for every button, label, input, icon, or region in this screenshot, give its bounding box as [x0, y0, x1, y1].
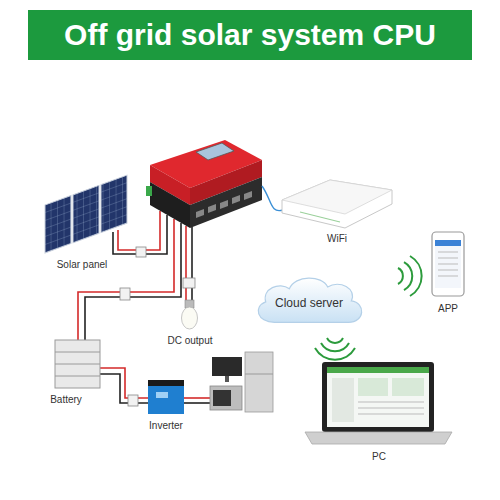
smartphone: [435, 240, 461, 246]
breaker-symbol: [120, 288, 130, 300]
battery-wire: [78, 219, 174, 340]
appliances: [245, 352, 273, 412]
smartphone: [438, 270, 458, 271]
laptop: [392, 378, 424, 396]
wireless-signal: [398, 268, 403, 284]
appliances: [225, 376, 229, 382]
appliances: [210, 386, 242, 410]
charge-controller: [244, 191, 252, 200]
battery-wire: [85, 223, 181, 340]
inverter-wire: [100, 368, 148, 398]
charge-controller: [196, 209, 204, 218]
smartphone: [438, 252, 458, 253]
charge-controller: [232, 195, 240, 204]
charge-controller: [150, 182, 190, 228]
device-label: APP: [438, 303, 458, 315]
solar-panel-array: [45, 175, 127, 253]
wifi-router: [300, 212, 340, 222]
device-label: Solar panel: [57, 259, 108, 271]
cloud-node: Cloud server: [250, 272, 368, 328]
laptop: [327, 367, 429, 373]
solar-panel-array: [45, 196, 71, 253]
laptop: [358, 414, 424, 415]
laptop: [305, 362, 452, 444]
device-label: PC: [372, 451, 386, 463]
battery-wire: [78, 219, 181, 340]
solar-panel-array: [101, 175, 127, 232]
inverter-wire: [100, 374, 148, 403]
smartphone: [438, 264, 458, 265]
charge-controller: [146, 140, 262, 228]
light-bulb: [182, 300, 198, 329]
breaker-symbol: [136, 247, 146, 257]
laptop: [332, 378, 354, 422]
wireless-signal: [315, 348, 355, 360]
dc-output-wire: [191, 227, 193, 301]
wireless-signal: [410, 256, 422, 296]
wireless-signal: [321, 343, 349, 351]
title-text: Off grid solar system CPU: [64, 20, 436, 50]
device-label: WiFi: [327, 233, 347, 245]
inverter-wire: [184, 397, 210, 399]
wireless-signal: [404, 262, 412, 290]
inverter-unit: [148, 380, 184, 386]
wifi-router: [282, 180, 392, 228]
appliances: [213, 390, 231, 406]
wifi-router: [282, 180, 392, 228]
solar-wire: [118, 211, 160, 250]
device-label: Battery: [50, 394, 82, 406]
appliances: [210, 352, 273, 412]
wireless-signal: [327, 338, 343, 343]
cloud-shape: [258, 278, 361, 322]
network-cable: [262, 186, 283, 211]
wifi-router: [282, 180, 392, 214]
laptop: [322, 362, 434, 432]
battery-bank: [55, 364, 100, 365]
breaker-symbol: [183, 278, 195, 288]
network-cable: [262, 186, 283, 211]
laptop: [358, 408, 424, 409]
laptop: [327, 367, 429, 427]
inverter-unit: [148, 380, 184, 414]
solar-panel-array: [73, 185, 99, 242]
title-banner: Off grid solar system CPU: [28, 10, 472, 60]
device-label: Inverter: [149, 420, 183, 432]
laptop: [305, 432, 452, 444]
battery-bank: [55, 340, 100, 388]
inverter-unit: [156, 392, 168, 398]
charge-controller: [196, 143, 234, 160]
light-bulb: [182, 307, 198, 329]
breaker-symbol: [128, 395, 138, 406]
node-text: Cloud server: [275, 290, 343, 310]
laptop: [358, 402, 424, 403]
breaker-symbol: [120, 247, 195, 406]
laptop: [358, 378, 388, 396]
smartphone: [432, 232, 464, 296]
charge-controller: [190, 177, 262, 228]
dc-output-wire: [185, 226, 187, 301]
battery-bank: [55, 340, 100, 388]
charge-controller: [220, 200, 228, 209]
dc-output-wire: [186, 226, 192, 301]
battery-bank: [55, 376, 100, 377]
charge-controller: [146, 186, 152, 196]
smartphone: [435, 240, 461, 288]
charge-controller: [208, 204, 216, 213]
battery-bank: [55, 352, 100, 353]
appliances: [212, 357, 242, 376]
smartphone: [432, 232, 464, 296]
inverter-unit: [148, 380, 184, 414]
smartphone: [438, 258, 458, 259]
inverter-wire: [184, 402, 210, 404]
appliances: [245, 374, 273, 375]
device-label: DC output: [167, 335, 212, 347]
smartphone: [438, 276, 458, 277]
